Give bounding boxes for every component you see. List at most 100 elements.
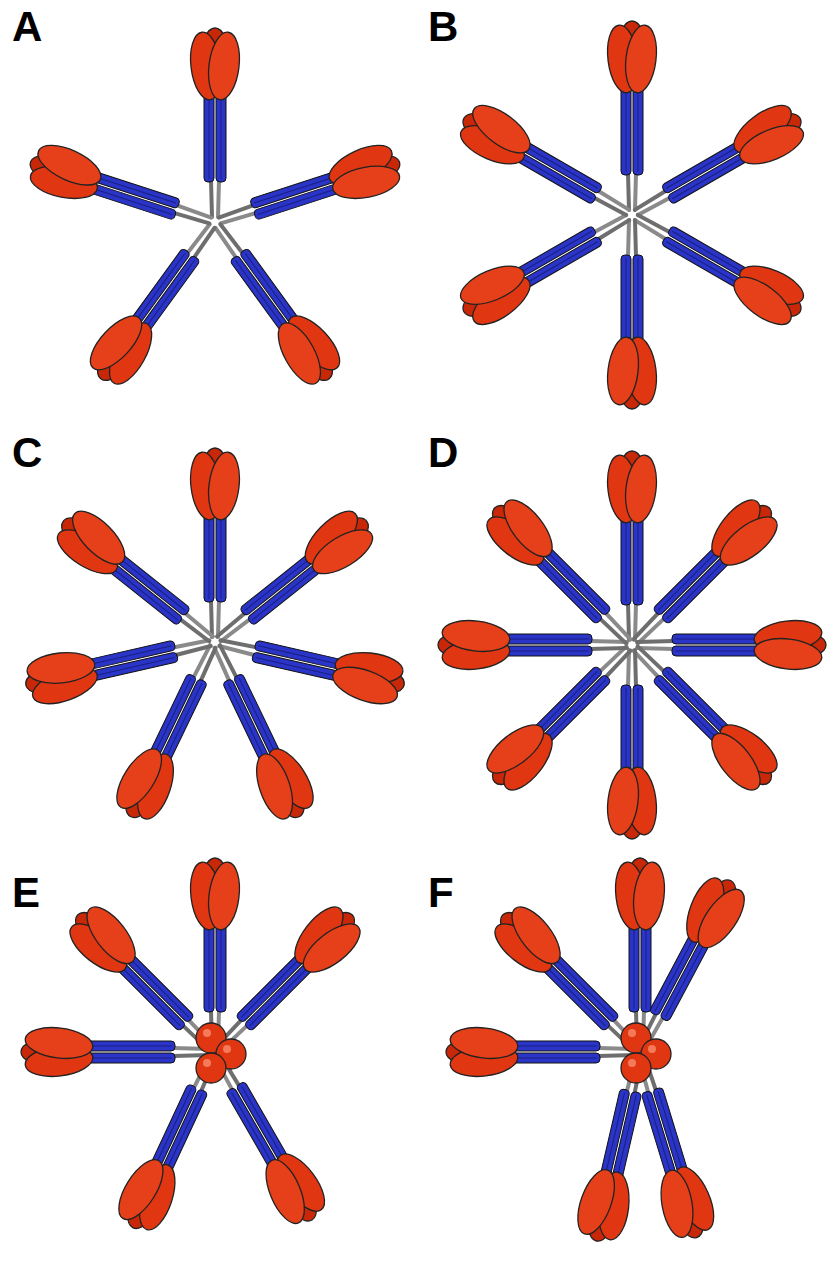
rod-line <box>667 671 725 729</box>
hinge <box>604 612 631 639</box>
rod-line <box>626 688 627 770</box>
rod-line <box>634 927 635 1009</box>
rod-line <box>606 1093 624 1173</box>
sphere-highlight <box>648 1045 656 1053</box>
heavy-chain <box>621 255 631 343</box>
hinge <box>214 648 231 682</box>
antibody-arm <box>446 1024 635 1080</box>
antibody-arm <box>438 617 627 673</box>
fab-domain <box>64 503 133 573</box>
rod-line <box>121 559 185 610</box>
heavy-chain <box>150 673 197 757</box>
heavy-chain <box>216 94 226 182</box>
antibody-arm <box>21 1024 210 1080</box>
heavy-chain <box>131 248 191 325</box>
rod-line <box>658 552 716 610</box>
sphere-highlight <box>203 1059 211 1067</box>
rod-line <box>209 927 210 1009</box>
antibody-arm <box>193 1042 336 1234</box>
hinge <box>638 197 671 216</box>
fab-domain <box>440 617 511 655</box>
heavy-chain <box>661 555 730 624</box>
rod-line <box>131 959 189 1017</box>
heavy-chain <box>600 1089 630 1177</box>
fab-domain <box>479 716 551 782</box>
heavy-chain <box>116 554 191 617</box>
antibody-arm <box>108 1045 239 1240</box>
hinge <box>597 191 630 210</box>
heavy-chain <box>633 685 643 773</box>
antibody-cluster <box>22 28 408 395</box>
rod-line <box>547 968 605 1026</box>
rod-line <box>515 1046 597 1047</box>
rod-line <box>221 97 222 179</box>
rod-line <box>235 260 283 326</box>
antibody-arm <box>637 617 826 673</box>
rod-line <box>157 1088 192 1162</box>
heavy-chain <box>512 1053 600 1063</box>
rod-line <box>245 253 293 319</box>
fab-domain <box>713 508 785 574</box>
hinge <box>218 180 219 217</box>
panel-label: E <box>12 872 40 914</box>
rod-line <box>245 559 309 610</box>
fab-domain <box>726 268 798 333</box>
heavy-chain <box>204 514 214 602</box>
fab-domain <box>656 1168 697 1240</box>
fab-domain <box>205 450 243 521</box>
heavy-chain <box>225 1087 278 1168</box>
rod-line <box>507 651 589 652</box>
rod-line <box>146 260 194 326</box>
fab-domain <box>110 1153 171 1227</box>
rod-line <box>166 683 202 757</box>
fab-domain <box>604 765 642 836</box>
rod-line <box>658 680 716 738</box>
sphere-highlight <box>203 1029 211 1037</box>
hinge <box>634 220 667 239</box>
antibody-arm <box>187 28 243 217</box>
antibody-arm <box>187 858 243 1047</box>
hinge <box>637 641 674 642</box>
hinge <box>211 600 212 637</box>
hinge <box>628 220 629 257</box>
fab-domain <box>622 453 660 524</box>
heavy-chain <box>87 1053 175 1063</box>
heavy-chain <box>633 87 643 175</box>
fab-domain <box>495 492 561 564</box>
rod-line <box>539 671 597 729</box>
rod-line <box>98 178 176 203</box>
hinge <box>215 228 238 259</box>
rod-line <box>254 178 332 203</box>
antibody-arm <box>622 193 814 336</box>
antibody-arm <box>450 193 642 336</box>
rod-line <box>515 1058 597 1059</box>
fab-domain <box>328 660 402 711</box>
rod-line <box>647 1095 671 1173</box>
rod-line <box>618 1095 636 1175</box>
heavy-chain <box>125 954 194 1023</box>
antibody-arm <box>78 210 234 396</box>
rod-line <box>258 189 336 214</box>
rod-line <box>155 678 191 752</box>
hinge <box>628 173 629 210</box>
rod-line <box>626 90 627 172</box>
heavy-chain <box>633 255 643 343</box>
heavy-chain <box>512 1041 600 1051</box>
hinge <box>635 173 636 210</box>
rod-line <box>256 657 336 675</box>
antibody-arm <box>569 1051 666 1248</box>
heavy-chain <box>661 236 742 289</box>
hinge <box>221 618 251 642</box>
heavy-chain <box>204 94 214 182</box>
fab-domain <box>205 30 243 101</box>
antibody-arm <box>58 895 231 1068</box>
heavy-chain <box>504 634 592 644</box>
fab-domain <box>734 118 808 172</box>
rod-line <box>638 520 639 602</box>
antibody-arm <box>604 451 660 640</box>
hinge <box>635 650 636 687</box>
rod-line <box>90 1046 172 1047</box>
antibody-arm <box>615 1049 724 1246</box>
hinge <box>184 613 214 637</box>
panel-label: C <box>12 432 42 474</box>
